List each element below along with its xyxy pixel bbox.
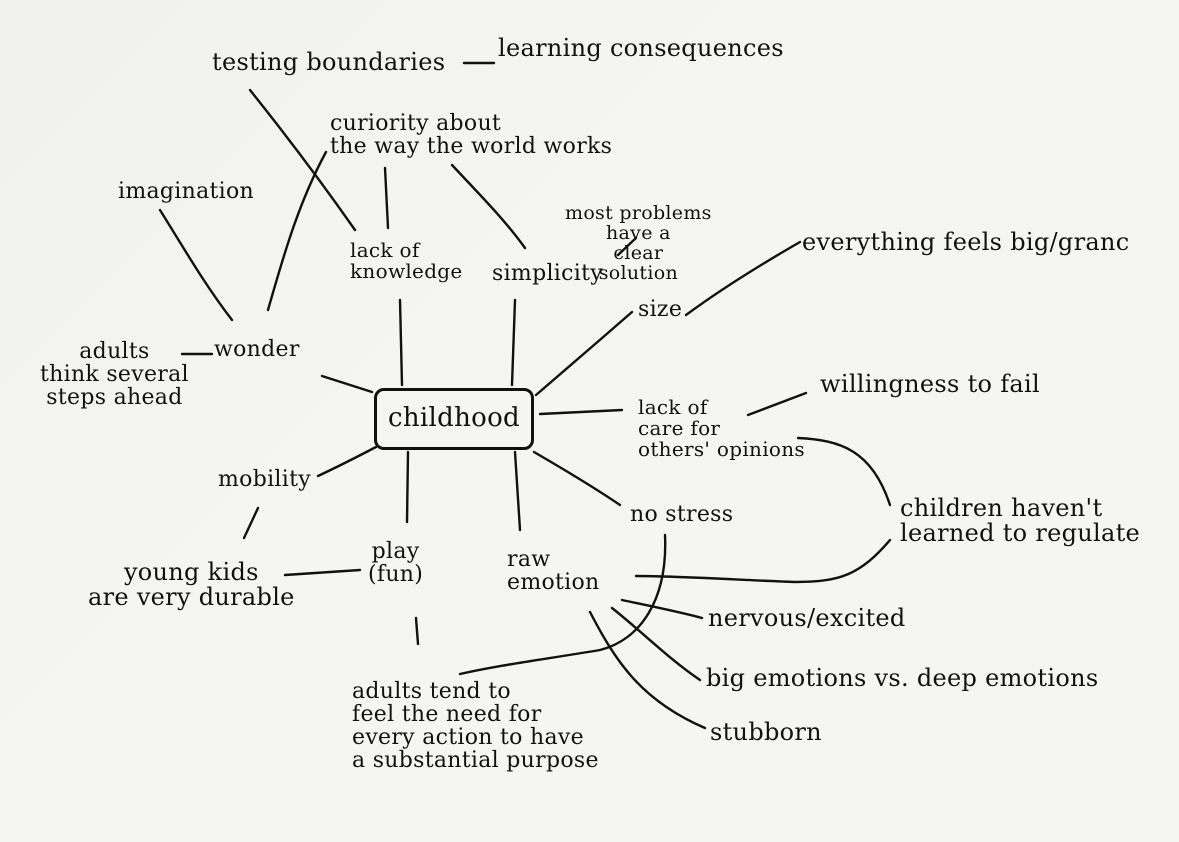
connector-center-nostress	[532, 450, 622, 507]
label-curiosity: curiority about the way the world works	[330, 111, 613, 160]
connector-simplicity-center	[510, 298, 517, 387]
center-node-box: childhood	[374, 388, 534, 450]
connector-imagination-wonder	[158, 208, 234, 322]
label-everything-feels-big: everything feels big/granc	[802, 228, 1130, 256]
connector-center-rawemotion	[513, 450, 522, 532]
connector-center-lackcare	[538, 408, 624, 416]
label-big-emotions: big emotions vs. deep emotions	[706, 664, 1099, 692]
connector-center-play	[405, 450, 410, 524]
label-wonder: wonder	[214, 337, 300, 362]
connector-nostress-adultstend	[458, 533, 667, 676]
connector-center-mobility	[316, 445, 378, 478]
label-no-stress: no stress	[630, 502, 734, 527]
connector-rawemotion-stubborn	[588, 610, 707, 730]
connector-youngkids-play	[283, 568, 362, 577]
connector-curiosity-lackknowledge	[383, 166, 390, 230]
connector-lackcare-children	[796, 436, 892, 507]
connector-testing-lackknowledge	[248, 88, 357, 232]
label-play: play (fun)	[368, 539, 424, 588]
label-lack-of-knowledge: lack of knowledge	[350, 238, 463, 283]
label-most-problems: most problems have a clear solution	[565, 202, 712, 284]
connector-children-rawemotion	[634, 538, 892, 584]
label-learning-consequences: learning consequences	[498, 34, 784, 62]
label-raw-emotion: raw emotion	[507, 547, 600, 596]
label-children-havent: children haven't learned to regulate	[900, 494, 1141, 548]
connector-curiosity-wonder	[266, 150, 328, 312]
label-testing-boundaries: testing boundaries	[212, 48, 446, 76]
label-young-kids: young kids are very durable	[88, 558, 295, 612]
connector-rawemotion-nervous	[620, 598, 704, 620]
connector-wonder-center	[320, 374, 374, 394]
label-simplicity: simplicity	[492, 261, 603, 286]
label-willingness-to-fail: willingness to fail	[820, 370, 1040, 398]
label-nervous-excited: nervous/excited	[708, 604, 906, 632]
connector-everything-size	[684, 240, 802, 317]
connector-lackknowledge-center	[398, 298, 404, 387]
connector-simplicity-mostproblems	[616, 236, 638, 257]
connector-mobility-youngkids	[242, 506, 260, 540]
connector-curiosity-simplicity	[450, 163, 527, 250]
center-node-label: childhood	[388, 403, 520, 434]
label-adults-tend: adults tend to feel the need for every a…	[352, 679, 599, 774]
label-lack-of-care: lack of care for others' opinions	[638, 395, 805, 461]
label-size: size	[638, 297, 683, 322]
connector-play-adultstend	[414, 616, 420, 646]
label-imagination: imagination	[118, 179, 255, 204]
label-adults-think: adults think several steps ahead	[40, 339, 189, 411]
connector-rawemotion-big	[610, 606, 702, 682]
connector-size-center	[534, 310, 634, 397]
connector-lackcare-willingness	[746, 391, 808, 417]
label-stubborn: stubborn	[710, 718, 822, 746]
label-mobility: mobility	[218, 467, 311, 492]
